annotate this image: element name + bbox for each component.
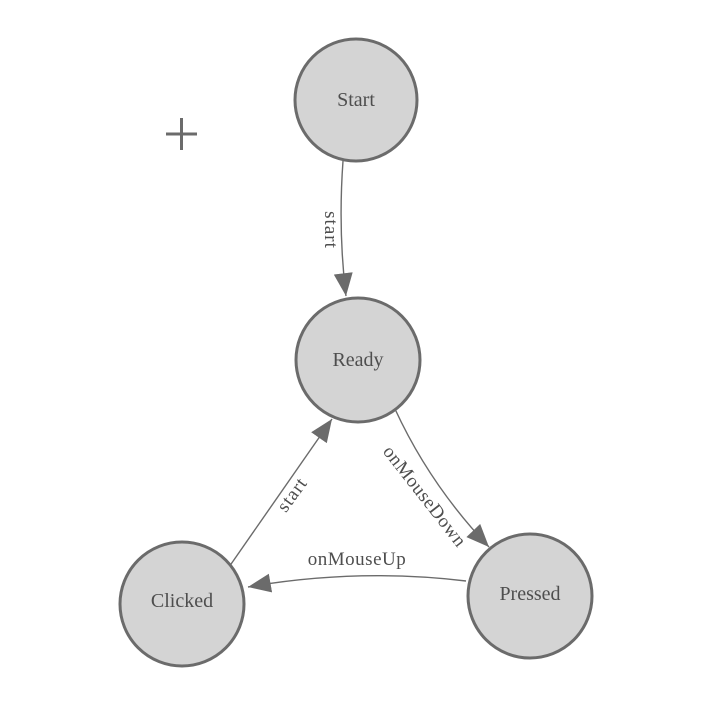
transition-clicked-to-ready[interactable] [228,418,333,568]
transition-start-to-ready[interactable] [333,160,353,297]
state-node-ready[interactable]: Ready [294,296,422,424]
state-label-clicked: Clicked [151,590,213,612]
state-node-start[interactable]: Start [293,37,419,163]
transitions-layer [228,160,490,593]
transition-label-ready-to-pressed: onMouseDown [378,442,470,552]
transition-label-pressed-to-clicked: onMouseUp [308,549,406,570]
state-label-ready: Ready [332,349,383,371]
state-label-pressed: Pressed [499,583,560,605]
state-label-start: Start [337,89,375,111]
plus-crosshair-icon [166,118,197,150]
transition-pressed-to-clicked[interactable] [247,573,467,593]
state-circle-clicked[interactable] [118,540,246,668]
state-circle-ready[interactable] [294,296,422,424]
transition-ready-to-pressed[interactable] [394,408,490,548]
state-node-clicked[interactable]: Clicked [118,540,246,668]
transition-label-clicked-to-ready: start [273,473,312,516]
state-circle-start[interactable] [293,37,419,163]
transition-label-start-to-ready: start [320,211,341,249]
state-circle-pressed[interactable] [466,532,594,660]
state-node-pressed[interactable]: Pressed [466,532,594,660]
nodes-layer: Start Ready Clicked Pressed [118,37,594,668]
